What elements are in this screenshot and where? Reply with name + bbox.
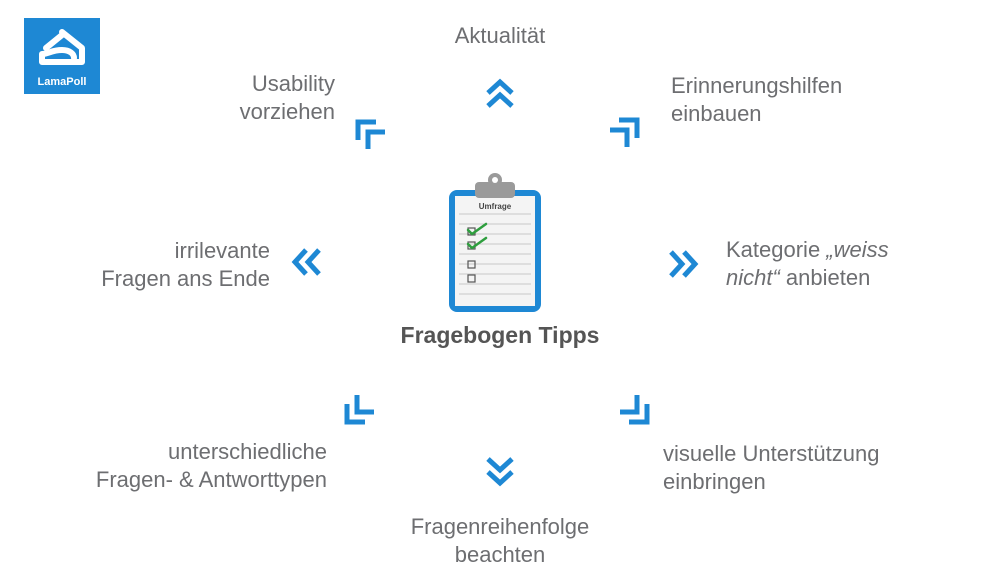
- tip-top-text: Aktualität: [454, 23, 546, 48]
- tip-left-line1: irrilevante: [174, 238, 270, 263]
- tip-bottom-line2: beachten: [454, 542, 546, 567]
- tip-bottom-right: visuelle Unterstützung einbringen: [663, 440, 963, 496]
- tip-bottom-left: unterschiedliche Fragen- & Antworttypen: [27, 438, 327, 494]
- logo-text: LamaPoll: [37, 76, 87, 88]
- double-chevron-up-icon: [486, 78, 514, 108]
- tip-top-left-line1: Usability: [251, 71, 335, 96]
- double-chevron-left-icon: [291, 248, 321, 276]
- tip-right-line2: nicht“ anbieten: [726, 265, 871, 290]
- tip-bottom-right-line1: visuelle Unterstützung: [663, 441, 880, 466]
- tip-left-line2: Fragen ans Ende: [101, 266, 270, 291]
- tip-bottom-left-line2: Fragen- & Antworttypen: [95, 467, 327, 492]
- tip-left: irrilevante Fragen ans Ende: [40, 237, 270, 293]
- tip-bottom-left-line1: unterschiedliche: [168, 439, 327, 464]
- tip-top-right-line1: Erinnerungshilfen: [671, 73, 843, 98]
- tip-right-line1: Kategorie „weiss: [726, 237, 889, 262]
- double-chevron-down-right-icon: [620, 395, 650, 425]
- tip-bottom: Fragenreihenfolge beachten: [370, 513, 630, 569]
- double-chevron-right-icon: [669, 250, 699, 278]
- tip-right: Kategorie „weiss nicht“ anbieten: [726, 236, 986, 292]
- double-chevron-up-right-icon: [610, 117, 640, 147]
- center-title: Fragebogen Tipps: [400, 322, 600, 348]
- tip-bottom-line1: Fragenreihenfolge: [410, 514, 590, 539]
- tip-top-left: Usability vorziehen: [135, 70, 335, 126]
- lamapoll-logo-mark: [39, 29, 85, 65]
- tip-top-left-line2: vorziehen: [239, 99, 335, 124]
- tip-top-right: Erinnerungshilfen einbauen: [671, 72, 931, 128]
- clipboard-label: Umfrage: [478, 202, 512, 211]
- double-chevron-up-left-icon: [355, 119, 385, 149]
- double-chevron-down-icon: [486, 457, 514, 487]
- clipboard-icon: [449, 173, 541, 312]
- lamapoll-logo[interactable]: LamaPoll: [24, 18, 100, 94]
- tip-bottom-right-line2: einbringen: [663, 469, 766, 494]
- tip-top-right-line2: einbauen: [671, 101, 762, 126]
- tip-top: Aktualität: [400, 22, 600, 50]
- double-chevron-down-left-icon: [344, 395, 374, 425]
